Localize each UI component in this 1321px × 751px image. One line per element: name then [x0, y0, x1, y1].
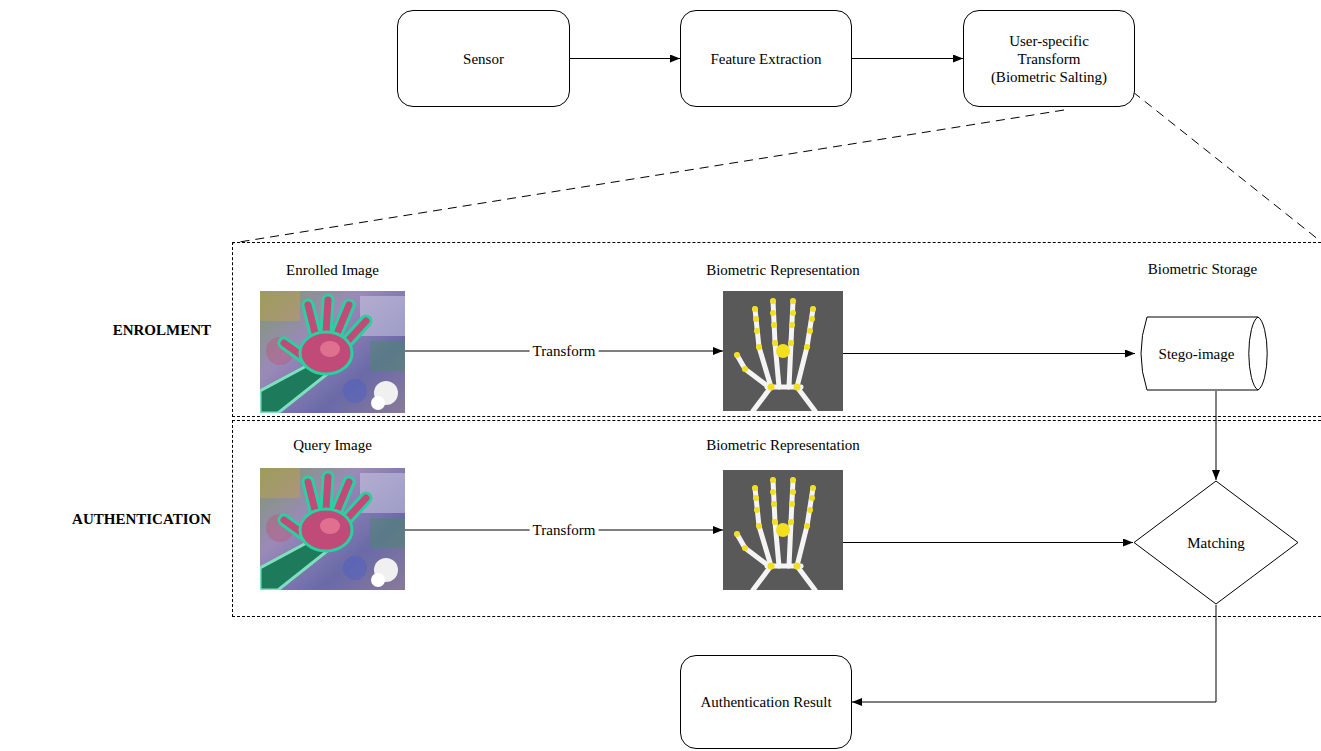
- process-box: Authentication Result: [680, 655, 852, 749]
- panel-heading: Query Image: [293, 436, 372, 454]
- stage-heading: ENROLMENT: [113, 321, 211, 338]
- image-panel: Biometric Representation: [723, 470, 843, 590]
- text-holder: Feature Extraction: [681, 11, 851, 106]
- hand-skeleton: [723, 470, 843, 590]
- hand-photo: [260, 291, 405, 413]
- hand-photo: [260, 468, 405, 590]
- connector-arrow: [843, 542, 1133, 543]
- zoom-line: [233, 110, 1064, 243]
- image-panel: Query Image: [260, 468, 405, 590]
- panel-heading: Biometric Representation: [706, 436, 860, 454]
- edge-label: Transform: [530, 521, 599, 539]
- decision-diamond: Matching: [1133, 480, 1299, 605]
- image-panel: Enrolled Image: [260, 291, 405, 413]
- connector-arrow: [852, 605, 1216, 702]
- panel-heading: Biometric Representation: [706, 261, 860, 279]
- node-label: Feature Extraction: [710, 50, 821, 68]
- connector-arrow: [843, 353, 1135, 354]
- connector-arrow: [852, 58, 963, 59]
- text-holder: Authentication Result: [681, 656, 851, 748]
- stage-heading: AUTHENTICATION: [72, 510, 211, 527]
- edge-label: Transform: [530, 342, 599, 360]
- connector-arrow: [1216, 391, 1217, 480]
- stage-band: AUTHENTICATIONQuery ImageBiometric Repre…: [232, 420, 1321, 617]
- hand-skeleton: [723, 291, 843, 411]
- node-label: Authentication Result: [700, 693, 831, 711]
- text-holder: Stego-image: [1135, 316, 1270, 391]
- process-box: User-specific Transform (Biometric Salti…: [963, 10, 1135, 107]
- stage-band: ENROLMENTEnrolled ImageBiometric Represe…: [232, 242, 1321, 417]
- node-label: User-specific Transform (Biometric Salti…: [984, 32, 1114, 86]
- node-label: Stego-image: [1159, 345, 1235, 363]
- process-box: Sensor: [397, 10, 570, 107]
- image-panel: Biometric Representation: [723, 291, 843, 411]
- zoom-line: [1133, 92, 1319, 240]
- text-holder: Sensor: [398, 11, 569, 106]
- panel-heading: Biometric Storage: [1148, 260, 1258, 278]
- panel-heading: Enrolled Image: [286, 261, 379, 279]
- node-label: Sensor: [463, 50, 504, 68]
- storage-cylinder: Biometric StorageStego-image: [1135, 316, 1270, 391]
- text-holder: User-specific Transform (Biometric Salti…: [964, 11, 1134, 106]
- connector-arrow: [570, 58, 680, 59]
- text-holder: Matching: [1133, 480, 1299, 605]
- node-label: Matching: [1187, 534, 1245, 552]
- process-box: Feature Extraction: [680, 10, 852, 107]
